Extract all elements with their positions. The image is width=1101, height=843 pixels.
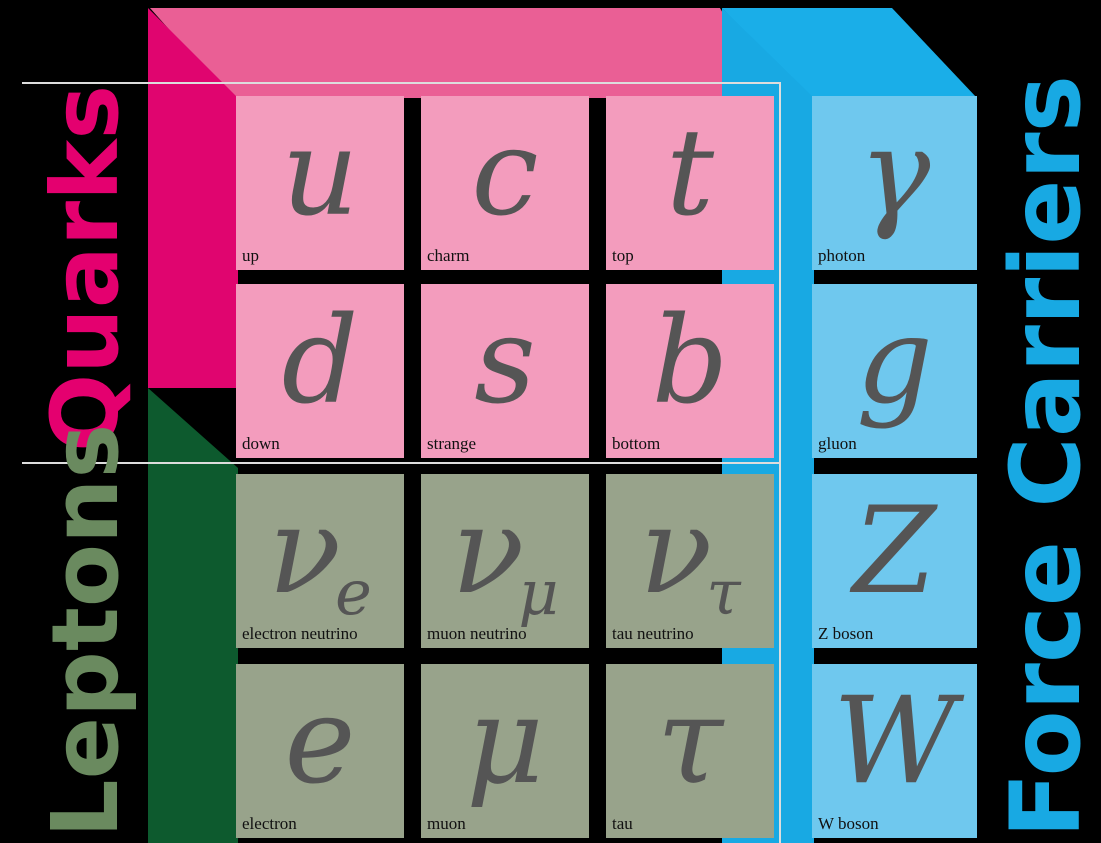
quark-block-top — [150, 8, 770, 98]
cell-muon-neutrino[interactable]: νμ muon neutrino — [421, 474, 589, 648]
cell-strange[interactable]: s strange — [421, 284, 589, 458]
leptons-title: Leptons — [32, 424, 139, 838]
quark-group-top-line — [22, 82, 780, 84]
label-electron-neutrino: electron neutrino — [242, 624, 358, 644]
cell-w-boson[interactable]: W W boson — [812, 664, 977, 838]
label-strange: strange — [427, 434, 476, 454]
cell-top[interactable]: t top — [606, 96, 774, 270]
symbol-muon: μ — [421, 682, 589, 802]
cell-electron[interactable]: e electron — [236, 664, 404, 838]
cell-electron-neutrino[interactable]: νe electron neutrino — [236, 474, 404, 648]
symbol-charm: c — [421, 114, 589, 234]
force-carriers-title: Force Carriers — [990, 75, 1101, 838]
label-top: top — [612, 246, 634, 266]
label-w-boson: W boson — [818, 814, 879, 834]
symbol-down: d — [236, 302, 404, 422]
label-gluon: gluon — [818, 434, 857, 454]
symbol-w-boson: W — [812, 682, 977, 802]
group-right-line — [779, 82, 781, 843]
symbol-strange: s — [421, 302, 589, 422]
cell-bottom[interactable]: b bottom — [606, 284, 774, 458]
symbol-electron-neutrino: νe — [236, 492, 404, 624]
symbol-top: t — [606, 114, 774, 234]
cell-tau-neutrino[interactable]: ντ tau neutrino — [606, 474, 774, 648]
label-charm: charm — [427, 246, 469, 266]
quarks-title: Quarks — [32, 85, 139, 452]
symbol-z-boson: Z — [812, 492, 977, 612]
cell-z-boson[interactable]: Z Z boson — [812, 474, 977, 648]
label-z-boson: Z boson — [818, 624, 873, 644]
cell-tau[interactable]: τ tau — [606, 664, 774, 838]
label-bottom: bottom — [612, 434, 660, 454]
cell-gluon[interactable]: g gluon — [812, 284, 977, 458]
cell-charm[interactable]: c charm — [421, 96, 589, 270]
symbol-bottom: b — [606, 302, 774, 422]
label-tau-neutrino: tau neutrino — [612, 624, 694, 644]
cell-muon[interactable]: μ muon — [421, 664, 589, 838]
label-tau: tau — [612, 814, 633, 834]
symbol-electron: e — [236, 682, 404, 802]
symbol-tau: τ — [606, 682, 774, 802]
symbol-muon-neutrino: νμ — [421, 492, 589, 624]
cell-down[interactable]: d down — [236, 284, 404, 458]
cell-photon[interactable]: γ photon — [812, 96, 977, 270]
cell-up[interactable]: u up — [236, 96, 404, 270]
label-muon: muon — [427, 814, 466, 834]
label-electron: electron — [242, 814, 297, 834]
label-down: down — [242, 434, 280, 454]
symbol-tau-neutrino: ντ — [606, 492, 774, 624]
symbol-gluon: g — [812, 302, 977, 422]
label-up: up — [242, 246, 259, 266]
symbol-up: u — [236, 114, 404, 234]
symbol-photon: γ — [812, 114, 977, 234]
lepton-block-left — [148, 388, 238, 843]
label-muon-neutrino: muon neutrino — [427, 624, 527, 644]
label-photon: photon — [818, 246, 865, 266]
